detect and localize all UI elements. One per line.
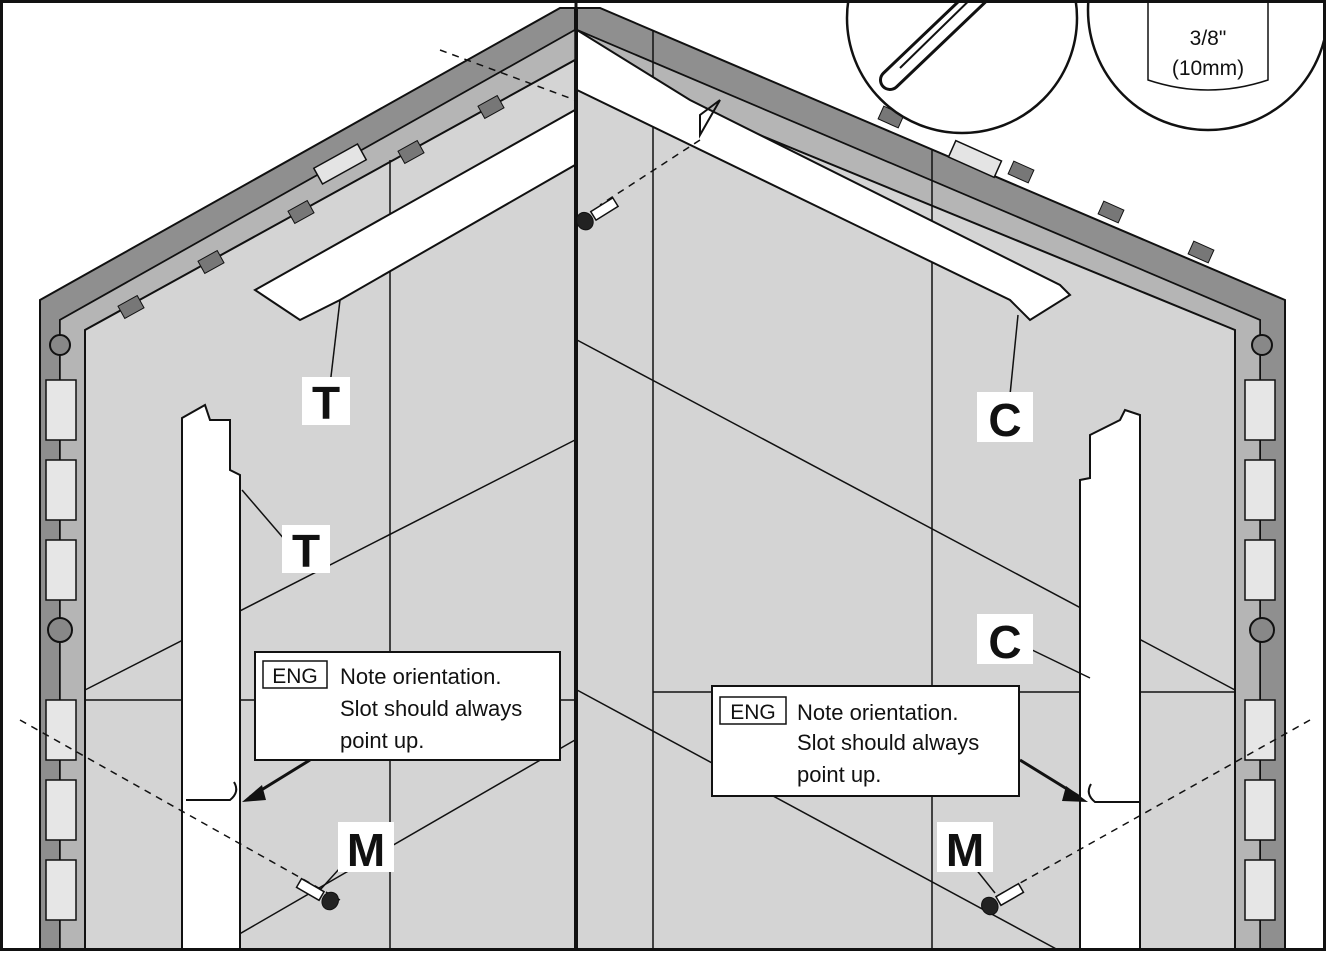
label-box-c-top [977,392,1033,442]
language-tag-right: ENG [730,701,776,724]
note-line2-left: Slot should always [340,696,522,721]
tool-callout-driver [845,0,1079,135]
label-box-t-top [302,377,350,425]
note-line1-right: Note orientation. [797,700,958,725]
note-line2-right: Slot should always [797,730,979,755]
left-vertical-trim-strip [181,403,241,952]
part-label-t-top: T [312,377,340,429]
language-tag-left: ENG [272,665,318,688]
screw-label-m-right: M [946,824,984,876]
right-rail-clip [947,139,1003,179]
nut-driver-icon [879,0,990,91]
label-box-m-right [937,822,993,872]
note-line1-left: Note orientation. [340,664,501,689]
tool-callout-socket: 3/8" (10mm) [1086,0,1326,132]
part-label-c-side: C [988,616,1021,668]
screw-icon [576,196,620,231]
language-tag-box-right [719,696,787,725]
note-line3-right: point up. [797,762,881,787]
screw-label-m-left: M [347,824,385,876]
left-rail-clip [312,142,368,186]
label-box-m-left [338,822,394,872]
right-panel: C C M ENG Note orientation. Slot should … [576,0,1326,952]
label-box-c-side [977,614,1033,664]
screw-icon [295,877,339,911]
left-panel: T T M ENG Note orientation. Slot should … [0,0,576,952]
measurement-metric: (10mm) [1172,57,1244,80]
part-label-t-side: T [292,525,320,577]
part-label-c-top: C [988,394,1021,446]
measurement-imperial: 3/8" [1190,27,1227,50]
right-top-trim-piece [576,28,1072,322]
language-tag-box-left [262,660,328,689]
label-box-t-side [282,525,330,573]
right-vertical-trim-strip [1079,408,1141,952]
note-line3-left: point up. [340,728,424,753]
screw-icon [981,882,1025,916]
hex-socket-icon [1147,0,1269,91]
